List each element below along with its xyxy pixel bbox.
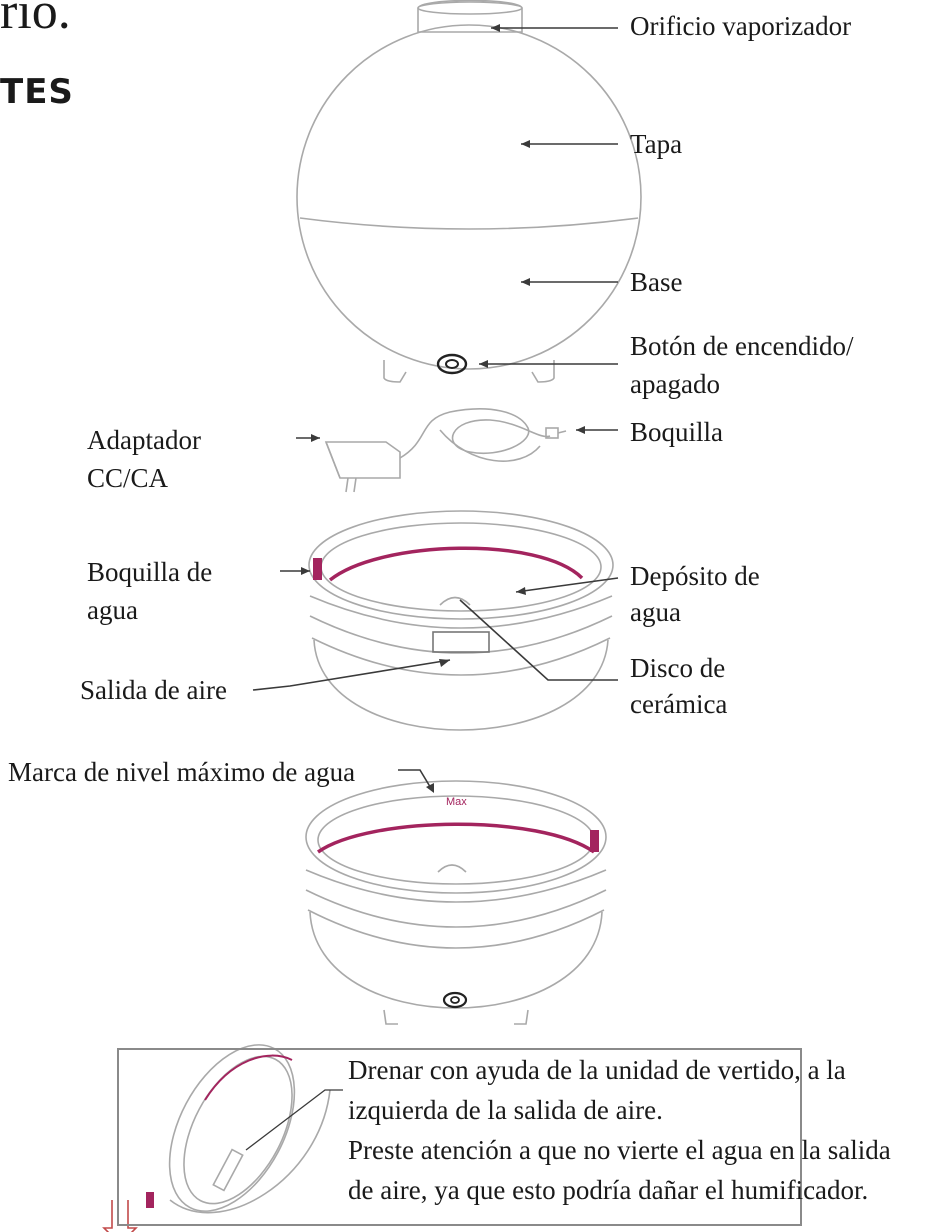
tilted-air-outlet	[212, 1148, 244, 1192]
label-water-tank-1: Depósito de	[630, 561, 760, 591]
label-nozzle: Boquilla	[630, 417, 723, 447]
label-power-button-1: Botón de encendido/	[630, 331, 854, 361]
page-title-fragment: rio.	[0, 0, 71, 40]
rim-inner-2	[317, 795, 595, 885]
label-air-outlet: Salida de aire	[80, 675, 227, 705]
bowl-bottom	[313, 639, 609, 731]
label-ceramic-disc-2: cerámica	[630, 689, 728, 719]
label-adapter-1: Adaptador	[87, 425, 201, 455]
label-lid: Tapa	[630, 129, 683, 159]
water-nozzle-marker	[313, 558, 322, 580]
label-vapor-orifice: Orificio vaporizador	[630, 11, 852, 41]
humidifier-assembled	[296, 0, 642, 383]
leader-drain	[245, 1089, 343, 1151]
tilted-bowl	[169, 1089, 331, 1214]
label-adapter-2: CC/CA	[87, 463, 169, 493]
band-2	[309, 615, 613, 654]
air-outlet	[432, 631, 490, 653]
leader-deposito	[515, 577, 619, 593]
drain-note-line-3: Preste atención a que no vierte el agua …	[348, 1135, 891, 1165]
label-ceramic-disc-1: Disco de	[630, 653, 726, 683]
drain-note-line-4: de aire, ya que esto podría dañar el hum…	[348, 1175, 869, 1205]
ceramic-disc	[439, 596, 471, 606]
band-1	[309, 595, 613, 629]
open-base-middle	[308, 510, 614, 731]
max-mark-label: Max	[446, 796, 467, 808]
tilted-water-line	[204, 1054, 293, 1101]
adapter-prong-2	[353, 477, 357, 493]
leader-marca	[398, 769, 433, 791]
label-water-nozzle-1: Boquilla de	[87, 557, 213, 587]
foot-left	[383, 360, 407, 383]
foot-right-2	[514, 1009, 529, 1025]
leader-salida	[252, 659, 451, 691]
adapter-prong-1	[345, 477, 349, 493]
water-fill-line	[328, 546, 584, 582]
drain-note-line-1: Drenar con ayuda de la unidad de vertido…	[348, 1055, 846, 1085]
band-6	[307, 909, 605, 949]
lid-base-seam	[299, 217, 639, 230]
cable	[399, 408, 551, 459]
band-3	[311, 637, 611, 676]
rim-inner	[320, 522, 602, 612]
label-base: Base	[630, 267, 683, 297]
power-button-icon	[436, 353, 468, 375]
rim-outer-2	[305, 780, 607, 894]
label-water-tank-2: agua	[630, 597, 681, 627]
tilted-nozzle-marker	[146, 1192, 154, 1208]
drain-note: Drenar con ayuda de la unidad de vertido…	[348, 1050, 891, 1210]
open-base-bottom	[305, 780, 607, 1025]
ceramic-disc-2	[437, 864, 467, 873]
power-symbol-icon-2	[450, 996, 460, 1004]
band-5	[305, 889, 607, 928]
foot-right	[531, 360, 555, 383]
band-4	[305, 869, 607, 903]
power-button-icon-2	[442, 991, 468, 1009]
pour-arrow-icon	[102, 1200, 138, 1232]
label-water-nozzle-2: agua	[87, 595, 138, 625]
power-symbol-icon	[445, 359, 459, 369]
section-title-fragment: TES	[0, 72, 74, 112]
rim-outer	[308, 510, 614, 620]
adapter-edge	[325, 441, 341, 479]
drain-note-frame	[117, 1048, 802, 1226]
foot-left-2	[383, 1009, 398, 1025]
max-water-line	[317, 822, 596, 854]
sphere-body	[296, 24, 642, 370]
water-nozzle-marker-2	[590, 830, 599, 852]
drain-note-line-2: izquierda de la salida de aire.	[348, 1095, 663, 1125]
cable-pin	[557, 430, 567, 434]
leader-disco	[459, 599, 618, 681]
tilted-rim-inner	[183, 1055, 293, 1205]
label-power-button-2: apagado	[630, 369, 720, 399]
cable-loop	[439, 429, 541, 462]
adapter-with-cable	[324, 408, 567, 493]
vapor-orifice-rim	[417, 1, 523, 15]
label-max-water-mark: Marca de nivel máximo de agua	[8, 757, 356, 787]
